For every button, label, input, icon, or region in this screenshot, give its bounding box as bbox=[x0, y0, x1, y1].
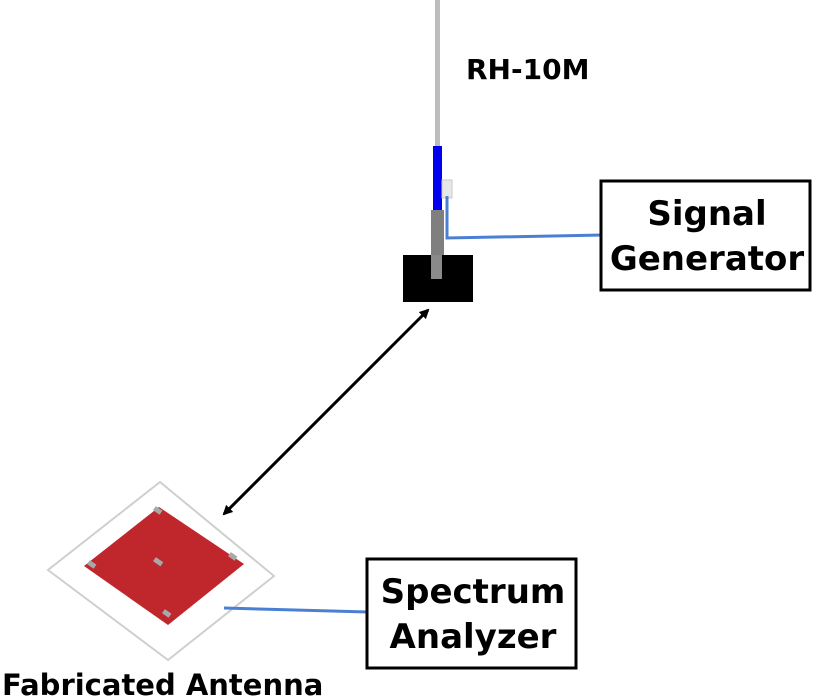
antenna-base-rod-overlay bbox=[431, 255, 442, 279]
patch-slot-top bbox=[153, 506, 163, 515]
spectrum-analyzer-label-line2: Analyzer bbox=[390, 617, 557, 657]
fabricated-antenna bbox=[46, 480, 276, 662]
patch-slot-left bbox=[87, 560, 97, 569]
antenna-whip bbox=[435, 0, 440, 150]
rh10m-antenna bbox=[403, 0, 473, 302]
spectrum-analyzer-cable bbox=[223, 606, 369, 614]
fabricated-antenna-label: Fabricated Antenna bbox=[2, 668, 323, 699]
double-arrow bbox=[222, 308, 430, 516]
rh10m-label: RH-10M bbox=[466, 53, 589, 86]
signal-generator-frame bbox=[599, 179, 812, 292]
signal-generator-cable bbox=[445, 196, 604, 240]
spectrum-analyzer-label-line1: Spectrum bbox=[381, 572, 566, 612]
signal-generator-label-line2: Generator bbox=[610, 239, 805, 279]
patch-center-feed bbox=[153, 557, 164, 567]
signal-generator-box: Signal Generator bbox=[599, 179, 812, 292]
patch-slot-bottom bbox=[162, 609, 172, 618]
antenna-connector bbox=[441, 179, 453, 199]
antenna-patch bbox=[84, 507, 244, 625]
spectrum-analyzer-box: Spectrum Analyzer bbox=[365, 557, 578, 670]
signal-generator-label-line1: Signal bbox=[647, 194, 766, 234]
antenna-feed-section bbox=[433, 146, 442, 210]
patch-slot-right bbox=[228, 552, 238, 561]
spectrum-analyzer-frame bbox=[365, 557, 578, 670]
